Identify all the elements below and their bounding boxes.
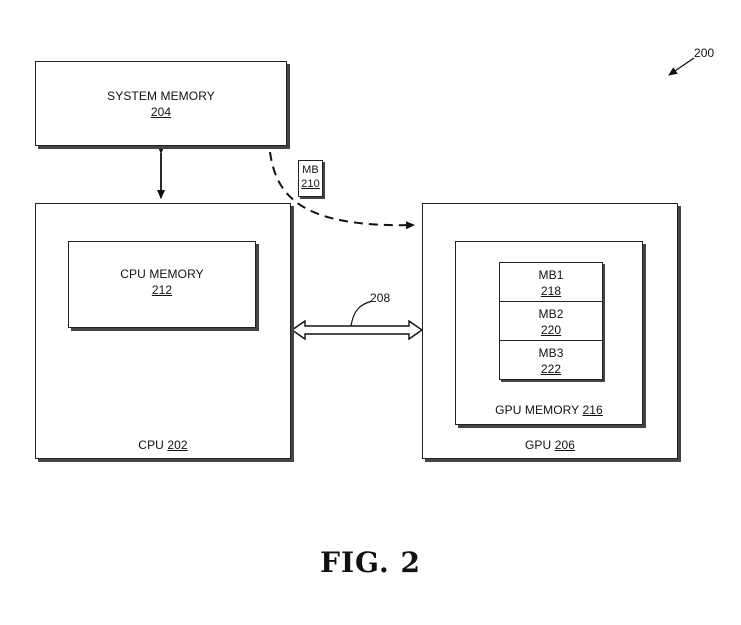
gpu-mb1-title: MB1 bbox=[538, 268, 564, 282]
mb-block: MB 210 bbox=[298, 160, 323, 197]
gpu-mb2-block: MB2 220 bbox=[499, 301, 603, 341]
cpu-memory-title: CPU MEMORY bbox=[120, 267, 204, 281]
bus-ref-label: 208 bbox=[370, 290, 400, 306]
gpu-title: GPU bbox=[524, 438, 552, 452]
gpu-mb2-label: MB2 220 bbox=[500, 306, 602, 338]
bus-ref-leader bbox=[350, 300, 373, 327]
gpu-box: MB1 218 MB2 220 MB3 222 GPU MEMORY 216 bbox=[422, 203, 678, 459]
cpu-memory-label: CPU MEMORY 212 bbox=[69, 266, 255, 298]
cpu-ref: 202 bbox=[167, 438, 188, 452]
mb-block-label: MB 210 bbox=[299, 163, 322, 191]
mb-block-title: MB bbox=[302, 164, 319, 176]
mb-transfer-dashed-arrow bbox=[269, 151, 415, 230]
mb-block-ref: 210 bbox=[301, 178, 320, 190]
gpu-mb3-title: MB3 bbox=[538, 346, 564, 360]
cpu-memory-box: CPU MEMORY 212 bbox=[68, 241, 256, 328]
gpu-memory-box: MB1 218 MB2 220 MB3 222 GPU MEMORY 216 bbox=[455, 241, 643, 425]
system-memory-label: SYSTEM MEMORY 204 bbox=[36, 88, 286, 120]
gpu-mb3-ref: 222 bbox=[540, 362, 562, 376]
cpu-label: CPU 202 bbox=[36, 437, 290, 453]
gpu-mb2-ref: 220 bbox=[540, 323, 562, 337]
figure-ref-arrow bbox=[668, 57, 695, 76]
gpu-memory-label: GPU MEMORY 216 bbox=[456, 402, 642, 418]
figure-caption: FIG. 2 bbox=[320, 546, 421, 579]
system-memory-title: SYSTEM MEMORY bbox=[107, 89, 215, 103]
cpu-box: CPU MEMORY 212 CPU 202 bbox=[35, 203, 291, 459]
cpu-memory-ref: 212 bbox=[151, 283, 173, 297]
gpu-mb1-ref: 218 bbox=[540, 284, 562, 298]
gpu-mb3-block: MB3 222 bbox=[499, 340, 603, 380]
gpu-mb1-label: MB1 218 bbox=[500, 267, 602, 299]
gpu-mb1-block: MB1 218 bbox=[499, 262, 603, 302]
gpu-memory-title: GPU MEMORY bbox=[495, 403, 580, 417]
cpu-gpu-bus-arrow bbox=[290, 319, 424, 341]
gpu-ref: 206 bbox=[554, 438, 576, 452]
cpu-title: CPU bbox=[138, 438, 164, 452]
figure-ref-label: 200 bbox=[694, 45, 724, 61]
system-memory-box: SYSTEM MEMORY 204 bbox=[35, 61, 287, 146]
system-memory-ref: 204 bbox=[150, 105, 172, 119]
gpu-memory-ref: 216 bbox=[582, 403, 603, 417]
gpu-mb-stack: MB1 218 MB2 220 MB3 222 bbox=[499, 262, 603, 380]
figure-ref-number: 200 bbox=[694, 46, 715, 60]
gpu-label: GPU 206 bbox=[423, 437, 677, 453]
gpu-mb2-title: MB2 bbox=[538, 307, 564, 321]
gpu-mb3-label: MB3 222 bbox=[500, 345, 602, 377]
bus-ref-number: 208 bbox=[370, 291, 391, 305]
